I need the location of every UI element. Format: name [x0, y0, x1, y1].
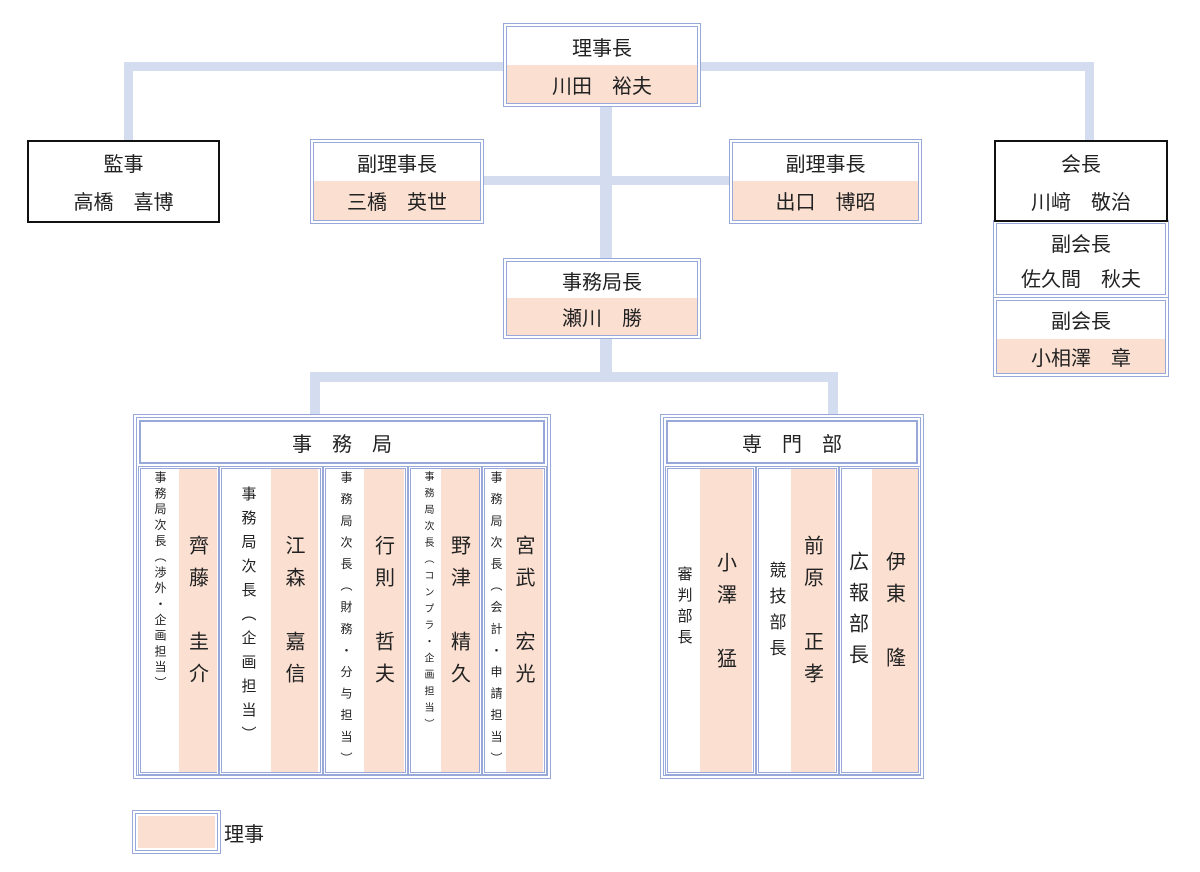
vice-chairman-left-title: 副理事長: [357, 151, 437, 176]
connector-auditor-vertical: [124, 62, 133, 142]
secretariat-member-4-name: 野津 精久: [447, 535, 472, 695]
secretariat-member-5: 事務局次長（会計・申請担当） 宮武 宏光: [482, 466, 547, 775]
chairman-name: 川田 裕夫: [507, 65, 697, 103]
secretariat-header: 事 務 局: [139, 420, 545, 464]
vice-chairman-right-name: 出口 博昭: [733, 181, 918, 220]
secretariat-member-2: 事務局次長（企画担当） 江森 嘉信: [219, 466, 323, 775]
legend-label: 理事: [224, 822, 264, 846]
secretary-general-box: 事務局長 瀬川 勝: [503, 258, 701, 339]
legend-swatch: [132, 810, 221, 854]
secretariat-member-3-title: 事務局次長（財務・分与担当）: [339, 471, 353, 774]
secretariat-member-4: 事務局次長（コンプラ・企画担当） 野津 精久: [408, 466, 482, 775]
specialist-member-2: 競技部長 前原 正孝: [756, 466, 839, 775]
secretary-general-title: 事務局長: [562, 269, 642, 294]
chairman-box: 理事長 川田 裕夫: [503, 23, 701, 107]
secretariat-member-1-title: 事務局次長（渉外・企画担当）: [153, 471, 167, 693]
secretariat-member-4-title: 事務局次長（コンプラ・企画担当）: [422, 471, 433, 735]
specialist-member-1-name: 小澤 猛: [713, 552, 738, 680]
secretariat-member-3-name: 行則 哲夫: [371, 535, 396, 695]
vice-president-1-box: 副会長 佐久間 秋夫: [993, 220, 1169, 298]
secretariat-member-5-title: 事務局次長（会計・申請担当）: [489, 471, 503, 774]
vice-president-2-title: 副会長: [1051, 308, 1111, 333]
president-box: 会長 川﨑 敬治: [994, 140, 1168, 222]
auditor-title: 監事: [103, 151, 144, 176]
secretary-general-name: 瀬川 勝: [507, 298, 697, 335]
vice-chairman-right-box: 副理事長 出口 博昭: [729, 139, 922, 224]
specialist-box: 専 門 部 審判部長 小澤 猛 競技部長 前原 正孝 広報部長 伊東 隆: [660, 414, 924, 779]
secretariat-member-2-title: 事務局次長（企画担当）: [239, 486, 258, 750]
vice-president-1-title: 副会長: [1051, 231, 1111, 256]
president-name: 川﨑 敬治: [1031, 189, 1131, 214]
auditor-name: 高橋 喜博: [73, 189, 174, 214]
secretariat-member-5-name: 宮武 宏光: [512, 535, 536, 695]
secretariat-member-1-name: 齊藤 圭介: [185, 535, 210, 695]
secretariat-member-3: 事務局次長（財務・分与担当） 行則 哲夫: [323, 466, 408, 775]
vice-chairman-left-box: 副理事長 三橋 英世: [310, 139, 484, 224]
vice-president-2-name: 小相澤 章: [997, 339, 1165, 373]
secretariat-member-2-name: 江森 嘉信: [282, 535, 306, 695]
connector-specialist-vertical: [828, 372, 838, 417]
secretariat-box: 事 務 局 事務局次長（渉外・企画担当） 齊藤 圭介 事務局次長（企画担当） 江…: [133, 414, 551, 779]
vice-chairman-left-name: 三橋 英世: [314, 181, 480, 220]
specialist-member-3-title: 広報部長: [845, 551, 870, 675]
specialist-member-3-name: 伊東 隆: [882, 551, 907, 679]
connector-vice-horizontal: [482, 176, 732, 185]
chairman-title: 理事長: [572, 35, 632, 60]
president-title: 会長: [1061, 151, 1101, 176]
connector-bottom-horizontal: [310, 372, 838, 382]
specialist-member-1-title: 審判部長: [675, 566, 694, 650]
specialist-member-2-title: 競技部長: [765, 561, 786, 665]
connector-president-vertical: [1085, 62, 1094, 142]
specialist-member-3: 広報部長 伊東 隆: [839, 466, 921, 775]
connector-secretariat-vertical: [310, 372, 320, 417]
specialist-member-1: 審判部長 小澤 猛: [665, 466, 756, 775]
auditor-box: 監事 高橋 喜博: [27, 140, 220, 223]
vice-president-1-name: 佐久間 秋夫: [1021, 266, 1141, 291]
vice-chairman-right-title: 副理事長: [785, 151, 866, 176]
specialist-member-2-name: 前原 正孝: [800, 535, 825, 695]
specialist-header: 専 門 部: [666, 420, 918, 464]
secretariat-member-1: 事務局次長（渉外・企画担当） 齊藤 圭介: [138, 466, 219, 775]
vice-president-2-box: 副会長 小相澤 章: [993, 297, 1169, 377]
